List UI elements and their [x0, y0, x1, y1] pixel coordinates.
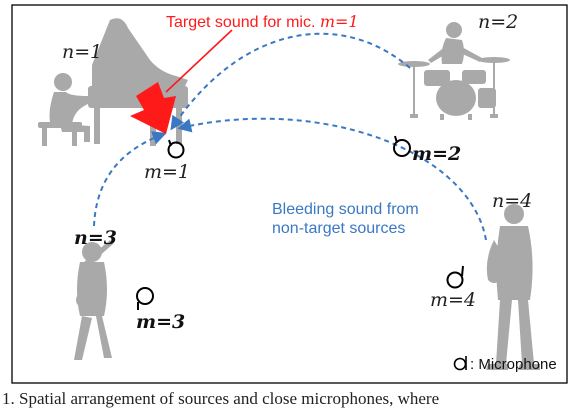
diagram-frame: [11, 4, 568, 384]
bleed-path-from-sax: [177, 117, 487, 241]
target-pointer-line: [165, 29, 233, 93]
figure-caption: 1. Spatial arrangement of sources and cl…: [2, 389, 439, 408]
source-label-sax: n=4: [492, 190, 532, 212]
drummer-icon: [398, 22, 510, 120]
target-callout-text: Target sound for mic.: [166, 14, 320, 31]
source-label-guitar: n=3: [74, 227, 117, 249]
microphone-icon: [446, 265, 464, 289]
target-callout-math: m=1: [320, 12, 359, 31]
mic-label-m2: m=2: [412, 143, 461, 165]
saxophonist-icon: [486, 204, 540, 370]
microphone-icon: [393, 135, 411, 157]
microphone-icon: [453, 356, 467, 371]
microphone-icon: [136, 287, 154, 310]
bleed-path-from-drums: [170, 32, 411, 131]
source-label-drums: n=2: [478, 11, 518, 33]
microphone-icon: [167, 139, 185, 159]
red-arrow-icon: [130, 82, 176, 134]
bleed-callout-line2: non-target sources: [272, 220, 405, 237]
bleed-path-from-guitar: [93, 131, 167, 227]
mic-label-m1: m=1: [144, 161, 190, 183]
guitarist-icon: [74, 240, 113, 360]
bleed-callout-line1: Bleeding sound from: [272, 201, 419, 218]
source-label-piano: n=1: [62, 41, 102, 63]
mic-label-m3: m=3: [136, 311, 185, 333]
legend: : Microphone: [453, 356, 557, 373]
legend-text: : Microphone: [470, 356, 557, 373]
mic-label-m4: m=4: [430, 289, 476, 311]
bleed-paths: [93, 32, 487, 241]
target-callout: Target sound for mic. m=1: [166, 12, 359, 31]
